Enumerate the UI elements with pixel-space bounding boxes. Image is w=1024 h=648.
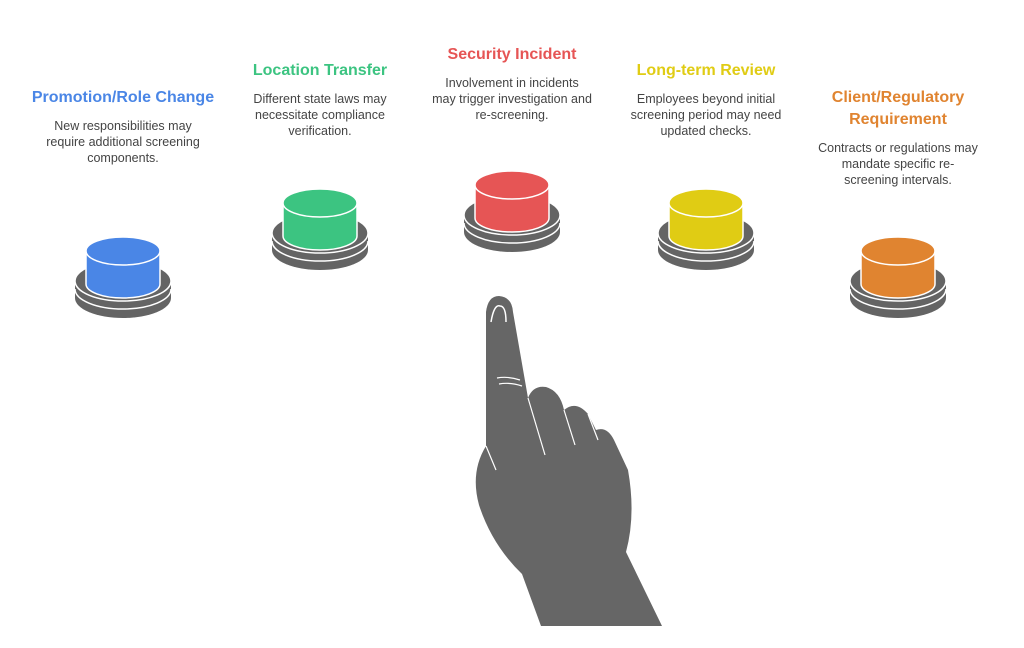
item-title: Promotion/Role Change [31, 89, 215, 106]
push-button-client [849, 236, 947, 318]
item-promotion-role-change: Promotion/Role Change New responsibiliti… [28, 87, 218, 166]
push-button-promotion [74, 236, 172, 318]
item-long-term-review: Long-term Review Employees beyond initia… [611, 60, 801, 139]
item-description: Involvement in incidents may trigger inv… [432, 76, 592, 122]
push-button-long-term [657, 188, 755, 270]
item-description: Different state laws may necessitate com… [253, 92, 387, 138]
item-title: Client/Regulatory Requirement [831, 89, 965, 128]
item-title: Location Transfer [252, 62, 388, 79]
push-button-security [463, 170, 561, 252]
item-description: Employees beyond initial screening perio… [630, 92, 782, 138]
item-security-incident: Security Incident Involvement in inciden… [417, 44, 607, 123]
push-button-location [271, 188, 369, 270]
item-title: Long-term Review [636, 62, 776, 79]
item-title: Security Incident [447, 46, 577, 63]
pointing-hand-icon [475, 296, 662, 626]
item-client-regulatory-requirement: Client/Regulatory Requirement Contracts … [803, 87, 993, 188]
item-description: Contracts or regulations may mandate spe… [818, 141, 978, 187]
item-description: New responsibilities may require additio… [46, 119, 200, 165]
item-location-transfer: Location Transfer Different state laws m… [225, 60, 415, 139]
